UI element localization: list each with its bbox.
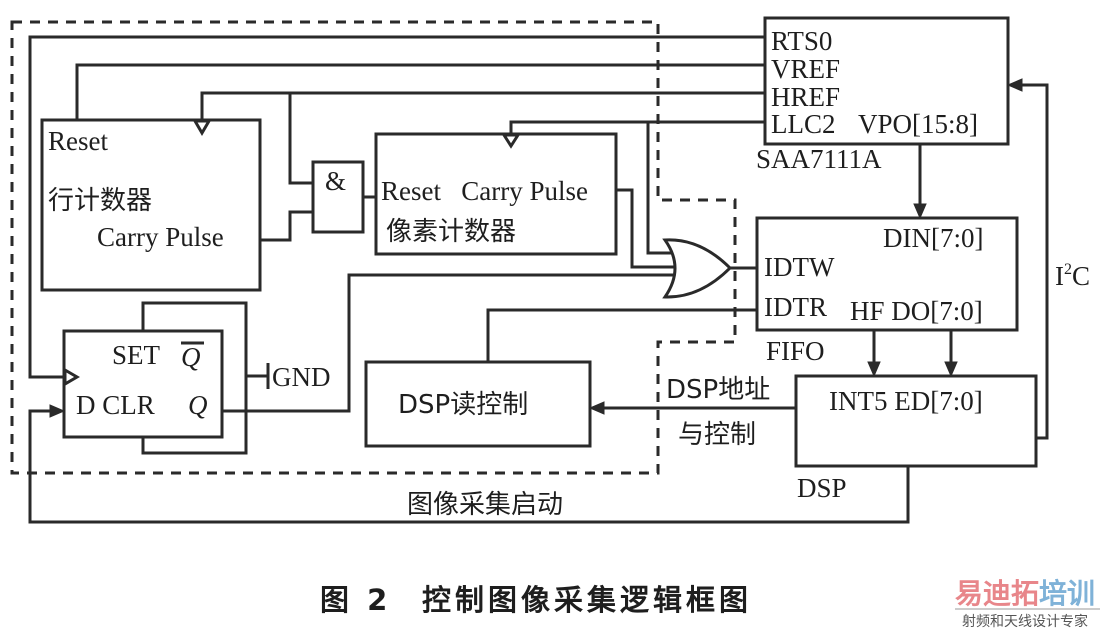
gnd-label: GND [272, 362, 331, 392]
arrow-start-d-icon [49, 404, 66, 418]
flipflop-q: Q [188, 390, 208, 420]
pixel-counter-pins: Reset Carry Pulse [381, 176, 588, 206]
watermark-logo: 易迪拓培训 [955, 577, 1095, 610]
fifo-block [755, 216, 1019, 332]
dsp-label: DSP [797, 473, 847, 503]
wire-ff-top-loop [141, 301, 248, 455]
wire-llc2 [509, 120, 765, 135]
i2c-main: I [1055, 261, 1064, 291]
row-counter-block [40, 118, 262, 292]
saa7111a-label: SAA7111A [756, 144, 882, 174]
wire-href-to-and [288, 93, 313, 185]
control-region-boundary [10, 20, 737, 475]
dsp-addr-label-line1: DSP地址 [666, 375, 770, 405]
arrow-hf-int5-icon [867, 361, 881, 378]
i2c-sup: 2 [1064, 261, 1072, 278]
watermark-subtitle: 射频和天线设计专家 [962, 613, 1088, 630]
wire-i2c [1020, 83, 1049, 440]
wire-gnd [246, 363, 270, 389]
wire-read-to-idtr [486, 308, 757, 362]
arrow-dsp-read-icon [588, 401, 605, 415]
arrow-vpo-din-icon [913, 203, 927, 220]
dsp-addr-label-line2: 与控制 [678, 420, 756, 450]
row-counter-reset: Reset [48, 126, 108, 156]
wire-start [28, 409, 910, 524]
pixel-counter-name: 像素计数器 [386, 217, 516, 247]
row-counter-carry: Carry Pulse [97, 222, 224, 252]
arrow-do-ed-icon [944, 361, 958, 378]
fifo-idtr: IDTR [764, 292, 827, 322]
wire-row-carry [260, 210, 313, 242]
dsp-read-control-block [364, 360, 592, 448]
pin-rts0: RTS0 [771, 26, 832, 56]
pin-vpo: VPO[15:8] [858, 109, 978, 139]
flipflop-clock-icon [63, 367, 80, 387]
figure-number: 图 2 [320, 583, 391, 617]
saa7111a-block [763, 16, 1010, 146]
fifo-idtw: IDTW [764, 252, 835, 282]
dsp-pins: INT5 ED[7:0] [829, 386, 983, 416]
fifo-hf-do: HF DO[7:0] [850, 296, 983, 326]
wire-vref [75, 63, 765, 120]
i2c-label: I2C [1055, 261, 1090, 291]
i2c-tail: C [1072, 261, 1090, 291]
watermark-part1: 易迪拓 [955, 577, 1039, 610]
dsp-read-control-label: DSP读控制 [398, 390, 528, 420]
pin-href: HREF [771, 82, 840, 112]
pin-llc2: LLC2 [771, 109, 836, 139]
figure-title: 控制图像采集逻辑框图 [422, 583, 752, 617]
flipflop-d-clr: D CLR [76, 390, 155, 420]
arrow-i2c-icon [1006, 78, 1023, 92]
wire-q-to-or [222, 273, 673, 413]
pixel-counter-block [374, 132, 618, 256]
watermark-part2: 培训 [1039, 577, 1095, 610]
pin-vref: VREF [771, 54, 840, 84]
wire-pixel-carry [616, 188, 676, 269]
wire-llc2-to-or [646, 122, 671, 255]
row-counter-name: 行计数器 [48, 186, 152, 216]
and-gate-symbol: & [325, 166, 346, 196]
flipflop-set: SET [112, 340, 161, 370]
d-flipflop-block [62, 329, 224, 439]
dsp-block [794, 374, 1038, 468]
wire-href [200, 91, 765, 121]
flipflop-qbar: Q [181, 342, 201, 372]
wire-rts0 [28, 35, 765, 379]
fifo-din: DIN[7:0] [883, 223, 983, 253]
fifo-label: FIFO [766, 336, 825, 366]
image-acquisition-start-label: 图像采集启动 [407, 490, 563, 520]
